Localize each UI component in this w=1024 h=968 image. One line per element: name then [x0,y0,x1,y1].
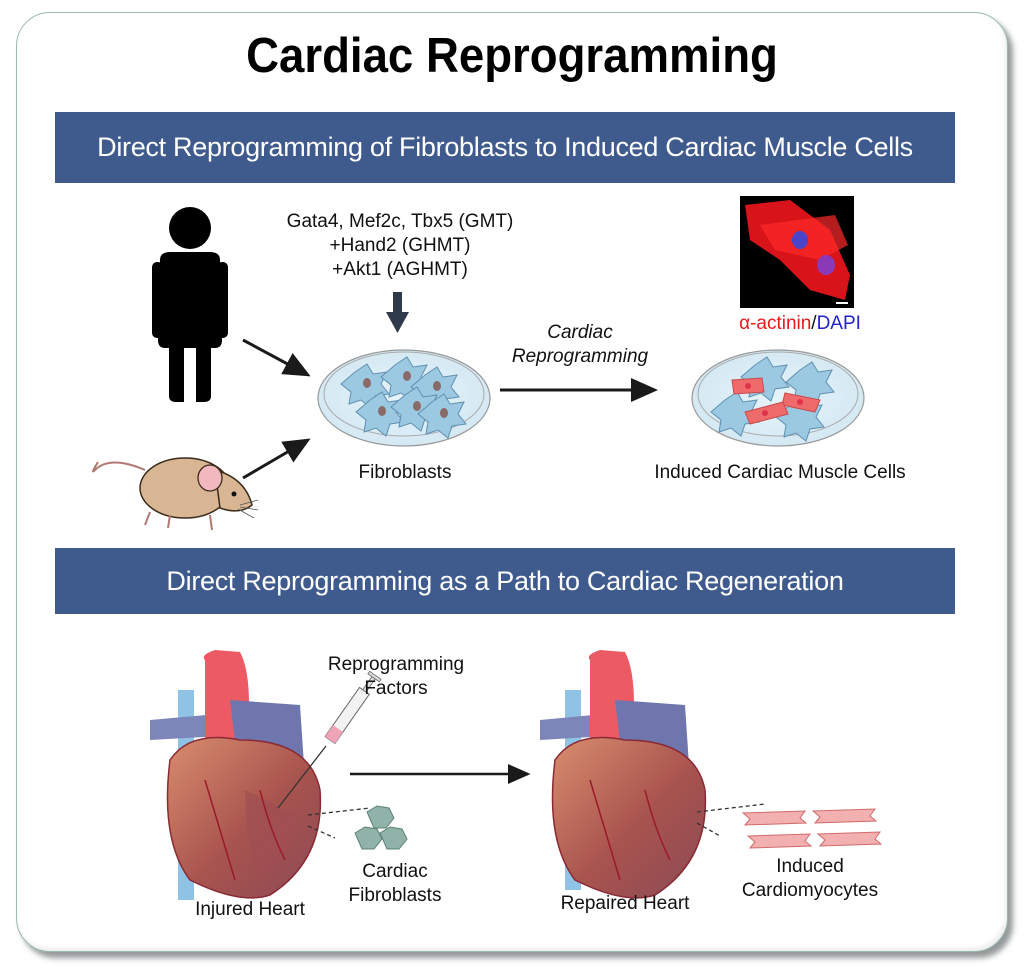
factors-label: Gata4, Mef2c, Tbx5 (GMT) +Hand2 (GHMT) +… [255,210,545,282]
stain-label: α-actinin/DAPI [700,312,900,336]
factors-line-ghmt: +Hand2 (GHMT) [329,235,471,256]
stain-separator: / [811,313,817,334]
fibroblast-dish [317,349,491,447]
injured-heart-label: Injured Heart [195,899,305,920]
mouse-icon [92,457,259,531]
process-label-line2: Reprogramming [511,346,649,367]
injured-heart-illustration [150,650,322,900]
syringe-icon [277,670,382,809]
induced-cardiomyocyte-cells [741,808,883,849]
repaired-heart-label: Repaired Heart [560,893,690,914]
factors-down-arrow [386,292,409,333]
arrow-mouse-to-dish [242,438,311,480]
human-icon [152,207,228,402]
reprogramming-factors-line2: Factors [364,678,428,699]
factors-line-aghmt: +Akt1 (AGHMT) [332,259,468,280]
reprogramming-factors-label: Reprogramming Factors [296,653,496,701]
repaired-heart-illustration [540,650,707,899]
cardiac-fibroblast-cells [354,805,408,850]
fibroblasts-label: Fibroblasts [358,462,452,483]
section2-banner: Direct Reprogramming as a Path to Cardia… [55,548,955,614]
page-title: Cardiac Reprogramming [246,29,778,83]
induced-cardiomyocytes-label: Induced Cardiomyocytes [720,855,900,903]
process-label: Cardiac Reprogramming [490,321,670,369]
stain-dapi: DAPI [816,313,861,334]
section1-banner: Direct Reprogramming of Fibroblasts to I… [55,112,955,183]
cardiac-fibroblasts-line2: Fibroblasts [348,885,442,906]
cardiac-fibroblasts-line1: Cardiac [362,861,428,882]
induced-cardiomyocytes-line2: Cardiomyocytes [741,880,879,901]
induced-cells-label: Induced Cardiac Muscle Cells [654,462,906,483]
cardiomyocyte-dish [691,349,865,447]
reprogramming-factors-line1: Reprogramming [327,654,465,675]
induced-cardiomyocytes-line1: Induced [776,856,844,877]
arrow-human-to-dish [242,338,311,377]
cardiac-fibroblasts-label: Cardiac Fibroblasts [320,860,470,908]
process-label-line1: Cardiac [547,322,613,343]
stain-actinin: α-actinin [739,313,812,334]
factors-line-gmt: Gata4, Mef2c, Tbx5 (GMT) [286,211,514,232]
micrograph-image [740,196,854,308]
